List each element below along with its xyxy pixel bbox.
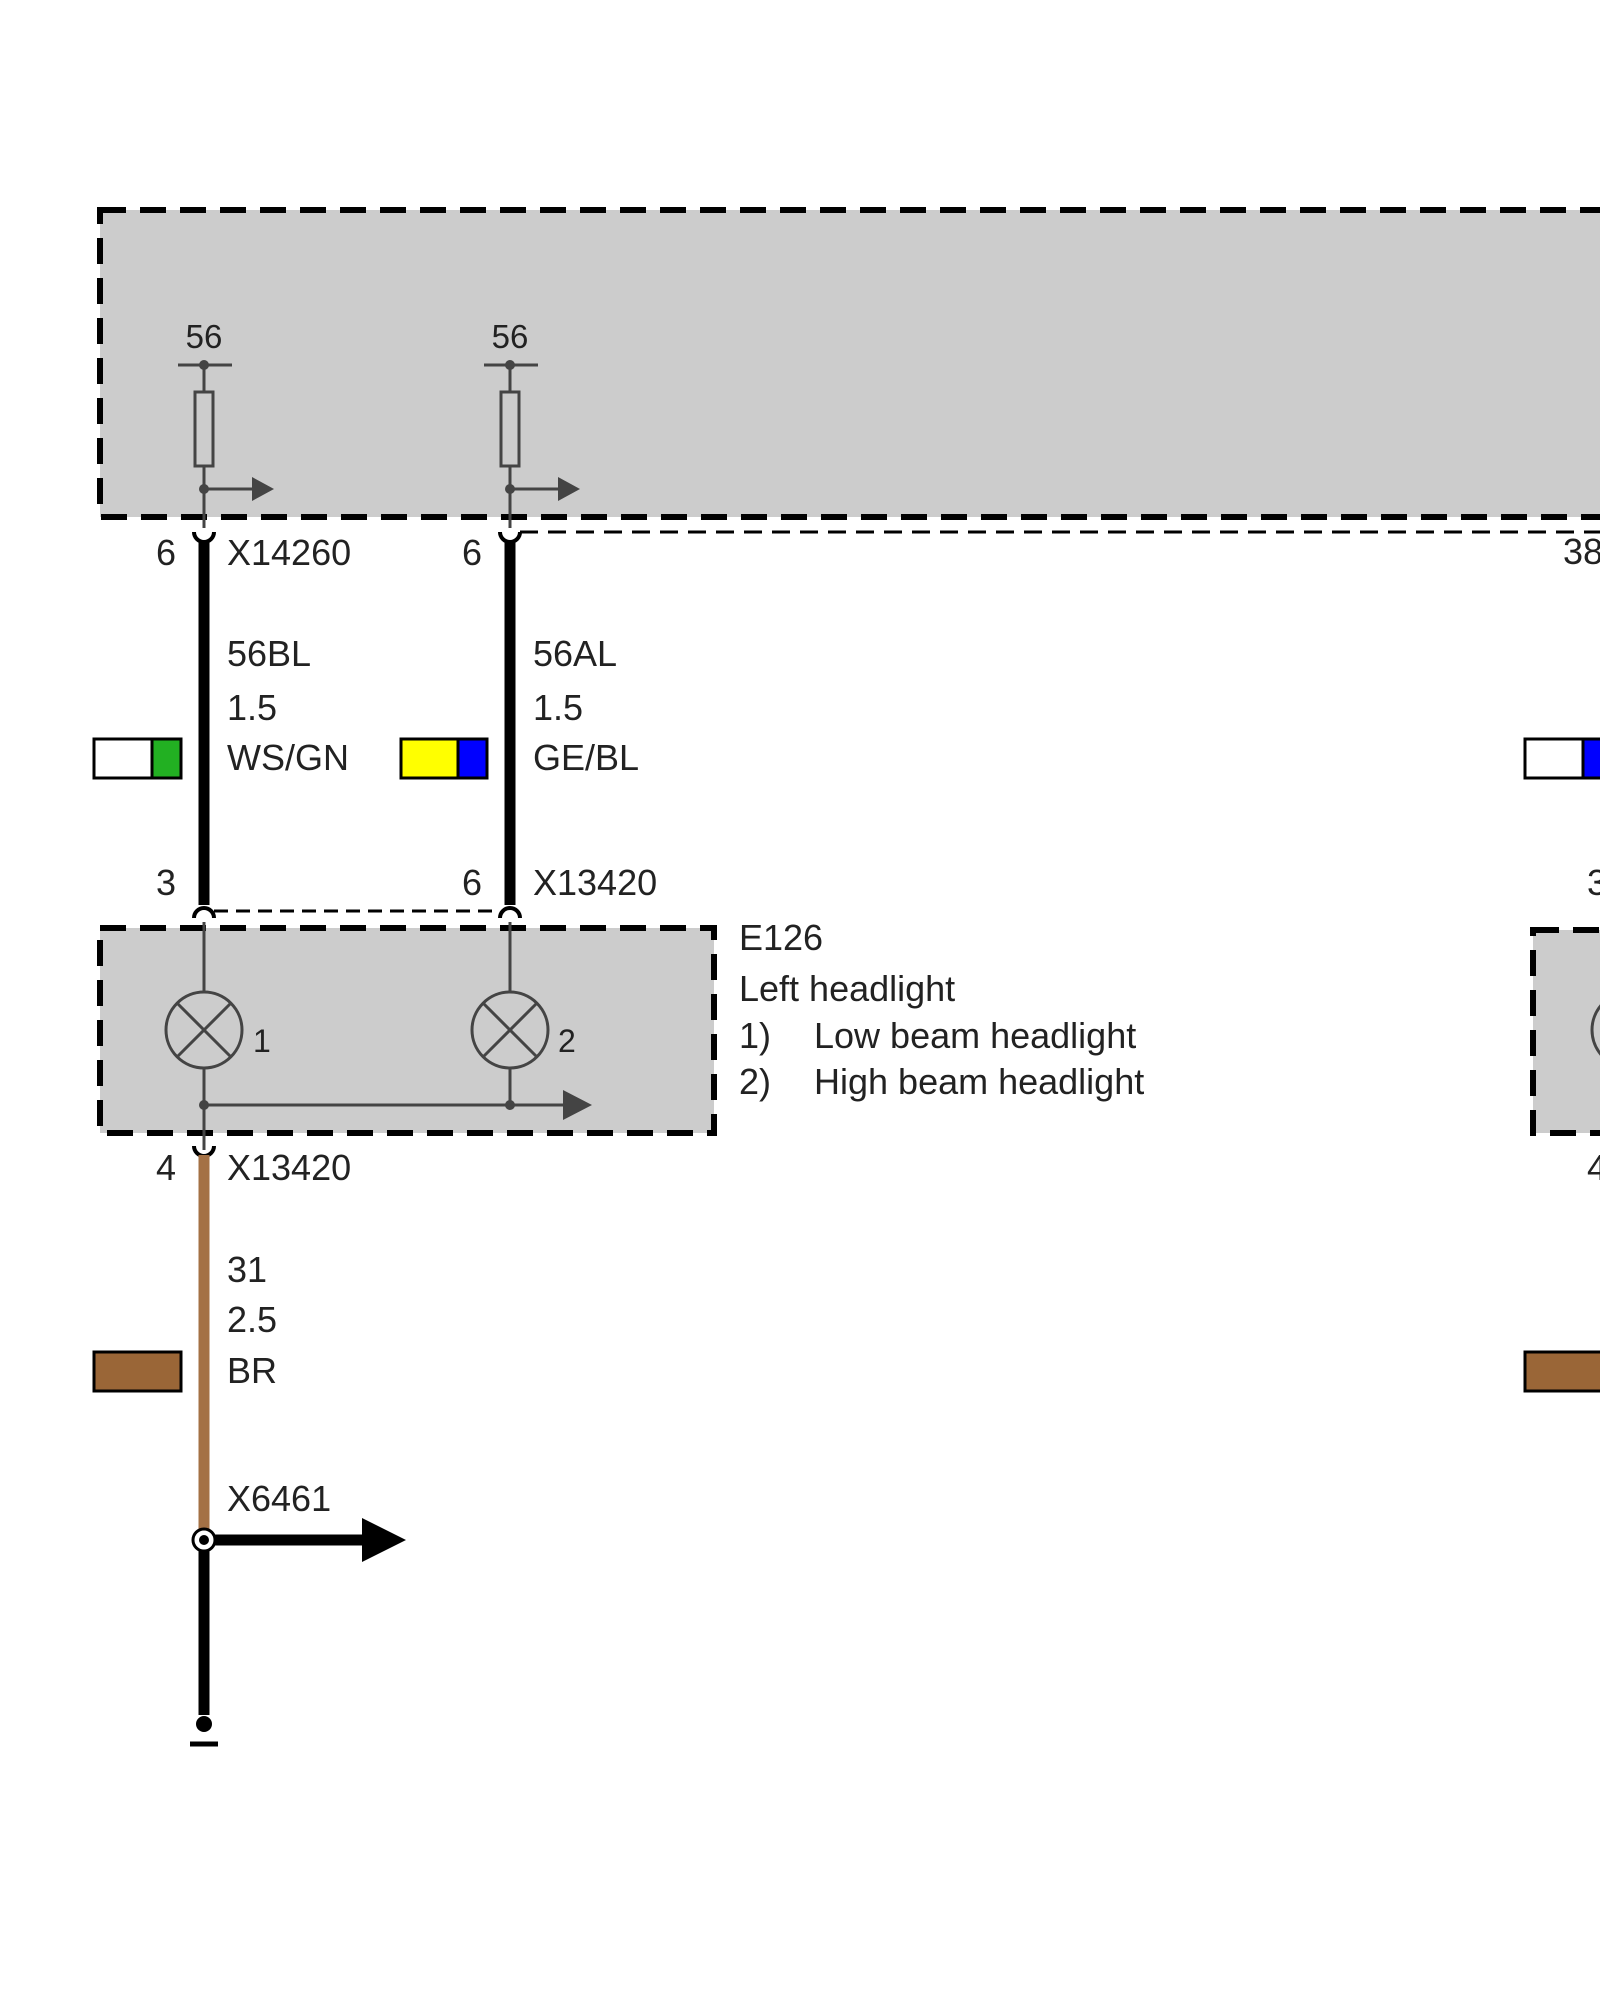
ground-icon <box>190 1716 218 1747</box>
fuse-right-terminal: 56 <box>492 318 529 355</box>
left-signal: 56BL <box>227 633 311 674</box>
left-cross-section: 1.5 <box>227 687 277 728</box>
fuse-icon <box>484 360 580 528</box>
color-swatch-ge-bl <box>399 737 489 780</box>
ground-cross-section: 2.5 <box>227 1299 277 1340</box>
ground-connector: X13420 <box>227 1147 351 1188</box>
right-cross-section: 1.5 <box>533 687 583 728</box>
color-swatch-partial <box>1523 737 1585 780</box>
connector-pin-icon <box>192 906 216 919</box>
ground-pin: 4 <box>156 1147 176 1188</box>
right-pin-top: 6 <box>462 532 482 573</box>
right-side-pin-low: 4 <box>1587 1147 1600 1188</box>
right-side-pin-mid: 3 <box>1587 862 1600 903</box>
right-color-code: GE/BL <box>533 737 639 778</box>
fuse-icon <box>178 360 274 528</box>
right-pin-partial: 38 <box>1563 531 1600 572</box>
lamp-icon <box>164 990 244 1070</box>
lamp-icon <box>470 990 550 1070</box>
color-swatch-br <box>92 1350 183 1393</box>
color-swatch-ws-gn <box>92 737 183 780</box>
color-swatch-partial <box>1581 737 1600 780</box>
headlight-name: Left headlight <box>739 968 955 1009</box>
right-signal: 56AL <box>533 633 617 674</box>
fuse-left-terminal: 56 <box>186 318 223 355</box>
arrow-icon <box>362 1518 406 1562</box>
legend-item2-text: High beam headlight <box>814 1061 1144 1102</box>
headlight-box <box>97 925 717 1136</box>
splice-label: X6461 <box>227 1478 331 1519</box>
right-headlight-box-partial <box>1530 927 1600 1136</box>
arrow-icon <box>563 1090 592 1120</box>
connector-pin-icon <box>498 906 522 919</box>
left-connector-top: X14260 <box>227 532 351 573</box>
left-pin-top: 6 <box>156 532 176 573</box>
left-pin-bottom: 3 <box>156 862 176 903</box>
ground-color-code: BR <box>227 1350 277 1391</box>
right-connector-bottom: X13420 <box>533 862 657 903</box>
color-swatch-partial <box>1523 1350 1600 1393</box>
control-module-box <box>97 207 1600 520</box>
lamp1-number: 1 <box>253 1023 271 1059</box>
headlight-id: E126 <box>739 917 823 958</box>
legend-item1-text: Low beam headlight <box>814 1015 1136 1056</box>
right-pin-bottom: 6 <box>462 862 482 903</box>
legend-item2-number: 2) <box>739 1061 771 1102</box>
legend-item1-number: 1) <box>739 1015 771 1056</box>
left-color-code: WS/GN <box>227 737 349 778</box>
lamp2-number: 2 <box>558 1023 576 1059</box>
ground-signal: 31 <box>227 1249 267 1290</box>
